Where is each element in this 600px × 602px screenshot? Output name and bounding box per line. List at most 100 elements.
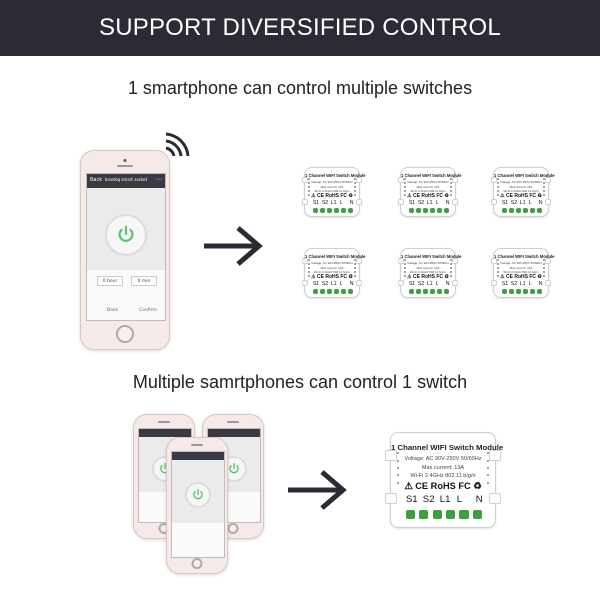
module-vent-dot (404, 182, 406, 184)
smartphone-main: Back Innoteq smart socket ⋯ 0 hour 0 min… (80, 150, 170, 350)
cancel-button[interactable]: Back (107, 308, 118, 313)
module-vent-dot (497, 267, 499, 269)
module-voltage: Voltage: AC 90V-250V 50/60Hz (407, 180, 449, 184)
app-title-bar (172, 452, 224, 460)
terminal-pin (459, 509, 469, 520)
terminal-label: S2 (417, 281, 425, 287)
terminal-pin (437, 289, 443, 294)
module-corner (545, 177, 551, 183)
caption-one-to-many: 1 smartphone can control multiple switch… (127, 78, 473, 98)
module-certifications: ⚠ CE RoHS FC ♻ (500, 193, 542, 199)
terminal-pin (405, 509, 416, 520)
module-wifi: Wi-Fi 2.4GHz 802.11 b/g/n (410, 270, 446, 274)
module-corner (385, 492, 397, 504)
power-button[interactable] (105, 214, 147, 256)
module-current: Max current: 13A (320, 184, 344, 189)
module-current: Max current: 13A (320, 265, 344, 270)
module-corner (356, 177, 362, 183)
module-vent-dot (308, 186, 310, 188)
header-banner: SUPPORT DIVERSIFIED CONTROL (0, 0, 600, 56)
module-corner (398, 258, 404, 264)
module-corner (491, 258, 497, 264)
module-certifications: ⚠ CE RoHS FC ♻ (311, 274, 353, 280)
module-wifi: Wi-Fi 2.4GHz 802.11 b/g/n (503, 270, 539, 274)
module-corner (302, 280, 308, 286)
module-vent-dot (354, 186, 356, 188)
module-vent-dot (404, 194, 406, 196)
module-title: 1 Channel WIFI Switch Module (494, 254, 555, 259)
terminal-label: N (538, 200, 543, 206)
terminal-label: N (349, 200, 354, 206)
terminal-label: L1 (330, 281, 337, 287)
app-back-link[interactable]: Back (90, 177, 103, 183)
right-arrow-icon (288, 470, 347, 510)
module-vent-dot (308, 267, 310, 269)
terminal-label: L (435, 200, 439, 206)
module-wifi: Wi-Fi 2.4GHz 802.11 b/g/n (314, 189, 350, 193)
phone-home-button (227, 523, 239, 534)
module-vent-dot (497, 259, 499, 261)
module-corner (356, 258, 362, 264)
module-vent-dot (396, 459, 399, 462)
module-vent-dot (543, 271, 545, 273)
module-current: Max current: 13A (509, 184, 533, 189)
terminal-pin (430, 289, 436, 294)
module-vent-dot (497, 186, 499, 188)
terminal-pin (523, 289, 529, 294)
module-voltage: Voltage: AC 90V-250V 50/60Hz (311, 180, 353, 184)
phone-screen: Back Innoteq smart socket ⋯ 0 hour 0 min… (86, 173, 166, 321)
module-title: 1 Channel WIFI Switch Module (494, 173, 555, 178)
module-vent-dot (308, 259, 310, 261)
module-voltage: Voltage: AC 90V-250V 50/60Hz (500, 261, 542, 265)
terminal-pin (444, 289, 450, 294)
timer-hour-field[interactable]: 0 hour (97, 276, 123, 286)
terminal-pin (312, 289, 318, 294)
timer-minute-field[interactable]: 0 min (131, 276, 157, 286)
phone-speaker (158, 421, 170, 423)
module-corner (356, 199, 362, 205)
module-vent-dot (543, 186, 545, 188)
power-button[interactable] (185, 482, 211, 508)
terminal-label: L (528, 281, 532, 287)
terminal-pin (348, 208, 354, 213)
module-vent-dot (497, 275, 499, 277)
app-title-bar: Back Innoteq smart socket ⋯ (87, 174, 165, 188)
module-corner (452, 280, 458, 286)
confirm-button[interactable]: Confirm (139, 308, 157, 313)
module-corner (398, 280, 404, 286)
terminal-label: S1 (405, 494, 418, 506)
app-menu-icon[interactable]: ⋯ (156, 176, 162, 183)
module-vent-dot (497, 190, 499, 192)
module-current: Max current: 13A (416, 184, 440, 189)
terminal-pin (419, 509, 429, 520)
terminal-pin (341, 289, 347, 294)
module-vent-dot (354, 267, 356, 269)
module-certifications: ⚠ CE RoHS FC ♻ (407, 274, 449, 280)
terminal-pin (348, 289, 354, 294)
terminal-label: L1 (519, 281, 526, 287)
module-corner (398, 177, 404, 183)
module-vent-dot (543, 263, 545, 265)
terminal-pin (319, 289, 325, 294)
phone-home-button (116, 325, 134, 343)
terminal-label: S1 (408, 200, 416, 206)
module-corner (452, 199, 458, 205)
module-vent-dot (396, 481, 399, 484)
module-voltage: Voltage: AC 90V-250V 50/60Hz (404, 456, 482, 463)
app-screen-title: Innoteq smart socket (104, 177, 148, 182)
terminal-pins (408, 208, 450, 213)
module-corner (356, 280, 362, 286)
terminal-label: S2 (510, 281, 518, 287)
module-corner (491, 280, 497, 286)
terminal-pins (312, 289, 354, 294)
module-vent-dot (308, 182, 310, 184)
module-corner (452, 177, 458, 183)
phone-speaker (191, 444, 203, 446)
terminal-label: L (435, 281, 439, 287)
module-vent-dot (354, 190, 356, 192)
module-corner (545, 199, 551, 205)
module-wifi: Wi-Fi 2.4GHz 802.11 b/g/n (410, 473, 476, 480)
phone-camera (123, 159, 127, 162)
module-vent-dot (450, 275, 452, 277)
